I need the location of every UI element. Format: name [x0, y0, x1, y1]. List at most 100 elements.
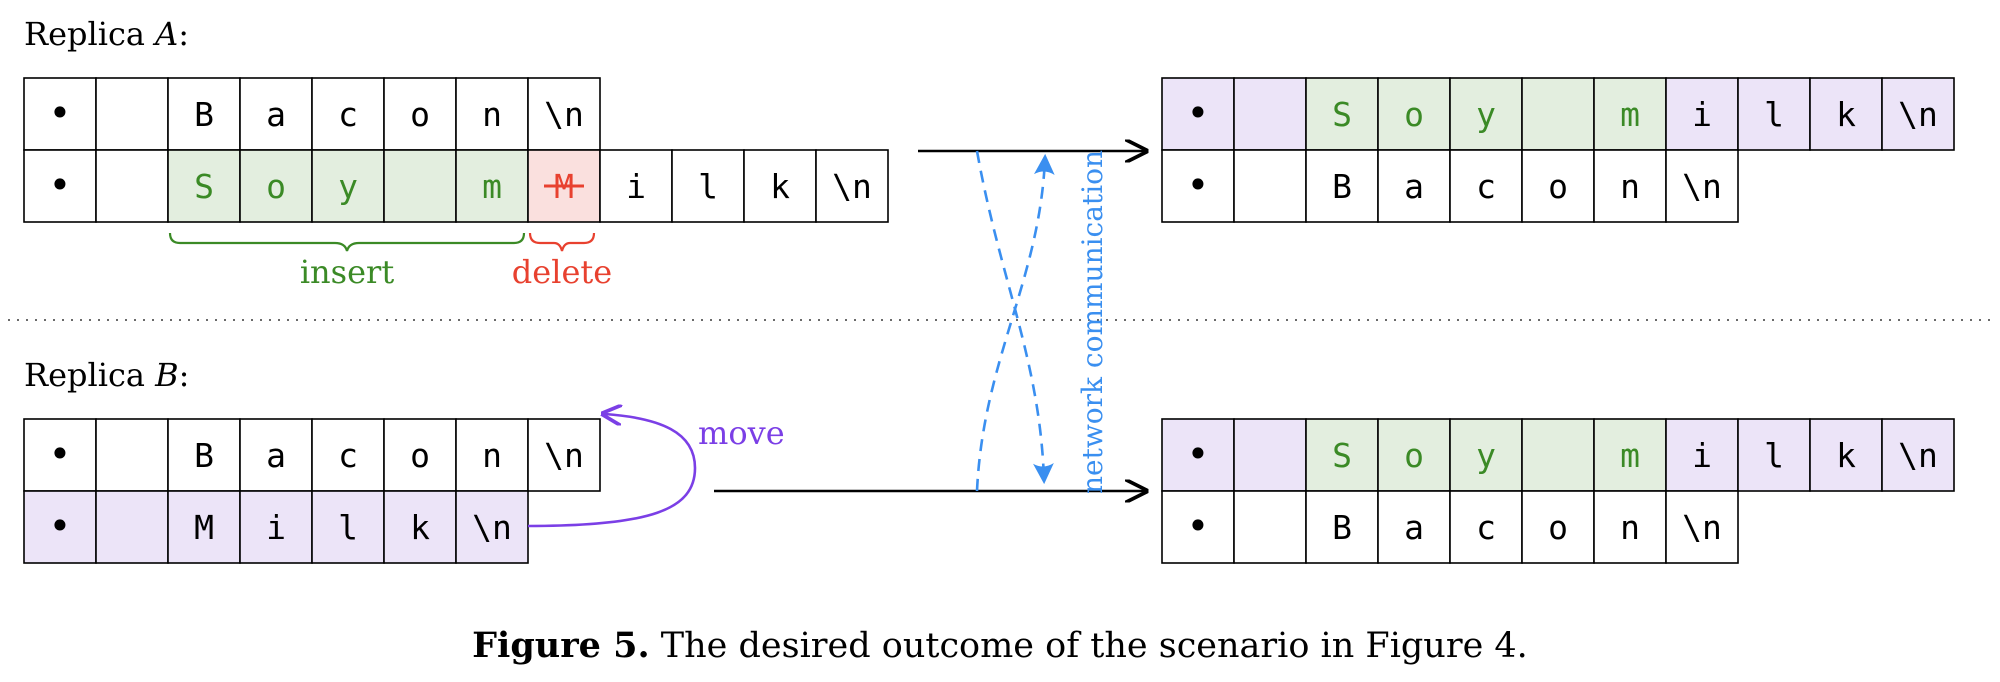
char-text: S — [1332, 95, 1352, 134]
char-cell — [1737, 77, 1811, 151]
char-text: n — [482, 436, 502, 475]
char-text: n — [1620, 508, 1640, 547]
char-cell — [527, 418, 601, 492]
char-text: m — [1620, 436, 1640, 475]
char-cell — [1665, 149, 1739, 223]
char-cell — [1737, 418, 1811, 492]
char-cell — [95, 77, 169, 151]
replica-a-label: Replica A: — [24, 15, 189, 53]
bullet-marker: • — [1187, 163, 1210, 207]
bullet-marker: • — [49, 432, 72, 476]
replica-b-label: Replica B: — [24, 356, 189, 394]
char-text: o — [1548, 167, 1568, 206]
char-text: o — [410, 95, 430, 134]
char-text: B — [1332, 508, 1352, 547]
char-cell — [1809, 418, 1883, 492]
char-text: M — [194, 508, 214, 547]
char-cell — [1161, 490, 1235, 564]
char-text: o — [266, 167, 286, 206]
delete-brace — [528, 232, 596, 252]
char-cell — [1521, 149, 1595, 223]
char-text: \n — [1898, 95, 1938, 134]
char-cell — [455, 490, 529, 564]
char-text: o — [1548, 508, 1568, 547]
char-text: m — [1620, 95, 1640, 134]
char-cell — [1881, 77, 1955, 151]
network-arrow-b-to-a — [975, 153, 1055, 492]
char-cell — [1233, 77, 1307, 151]
char-text: \n — [1898, 436, 1938, 475]
char-cell — [239, 490, 313, 564]
char-text: n — [482, 95, 502, 134]
char-text: i — [1692, 95, 1712, 134]
move-arrow — [527, 414, 697, 528]
char-cell — [1305, 490, 1379, 564]
char-text: c — [1476, 167, 1496, 206]
char-cell — [383, 490, 457, 564]
char-text: B — [1332, 167, 1352, 206]
char-cell — [23, 418, 97, 492]
char-cell — [239, 149, 313, 223]
network-label: network communication — [1076, 150, 1109, 494]
char-cell — [599, 149, 673, 223]
char-text: i — [1692, 436, 1712, 475]
char-cell — [1377, 149, 1451, 223]
bullet-marker: • — [49, 504, 72, 548]
char-cell — [1449, 77, 1523, 151]
bullet-marker: • — [49, 163, 72, 207]
char-cell — [167, 149, 241, 223]
char-cell — [1233, 490, 1307, 564]
char-text: i — [626, 167, 646, 206]
char-text: S — [1332, 436, 1352, 475]
char-text: y — [1476, 95, 1496, 134]
char-cell — [239, 418, 313, 492]
bullet-marker: • — [1187, 91, 1210, 135]
char-text: c — [338, 95, 358, 134]
char-cell — [1233, 418, 1307, 492]
char-cell — [23, 490, 97, 564]
char-cell — [23, 77, 97, 151]
char-cell — [1305, 418, 1379, 492]
char-text: m — [482, 167, 502, 206]
char-text: n — [1620, 167, 1640, 206]
char-text: i — [266, 508, 286, 547]
char-cell — [95, 490, 169, 564]
bullet-marker: • — [49, 91, 72, 135]
char-cell — [1593, 77, 1667, 151]
char-text: a — [266, 436, 286, 475]
char-text: \n — [1682, 508, 1722, 547]
char-text: k — [770, 167, 790, 206]
char-text: S — [194, 167, 214, 206]
char-text: o — [410, 436, 430, 475]
char-text: \n — [544, 436, 584, 475]
char-cell — [1449, 149, 1523, 223]
char-cell — [167, 490, 241, 564]
char-text: o — [1404, 95, 1424, 134]
char-text: \n — [544, 95, 584, 134]
char-text: k — [1836, 95, 1856, 134]
char-cell — [23, 149, 97, 223]
network-arrow-a-to-b — [975, 150, 1054, 485]
char-text: c — [338, 436, 358, 475]
char-cell — [1305, 149, 1379, 223]
char-text: \n — [1682, 167, 1722, 206]
char-text: y — [1476, 436, 1496, 475]
char-text: c — [1476, 508, 1496, 547]
char-text: \n — [472, 508, 512, 547]
char-cell — [1881, 418, 1955, 492]
figure-caption: Figure 5. The desired outcome of the sce… — [472, 625, 1528, 666]
char-text: l — [698, 167, 718, 206]
char-text: a — [266, 95, 286, 134]
char-text: l — [1764, 436, 1784, 475]
delete-label: delete — [512, 253, 612, 291]
char-cell — [671, 149, 745, 223]
move-label: move — [698, 414, 785, 452]
char-text: y — [338, 167, 358, 206]
char-cell — [1521, 418, 1595, 492]
char-cell — [1521, 77, 1595, 151]
char-text: \n — [832, 167, 872, 206]
